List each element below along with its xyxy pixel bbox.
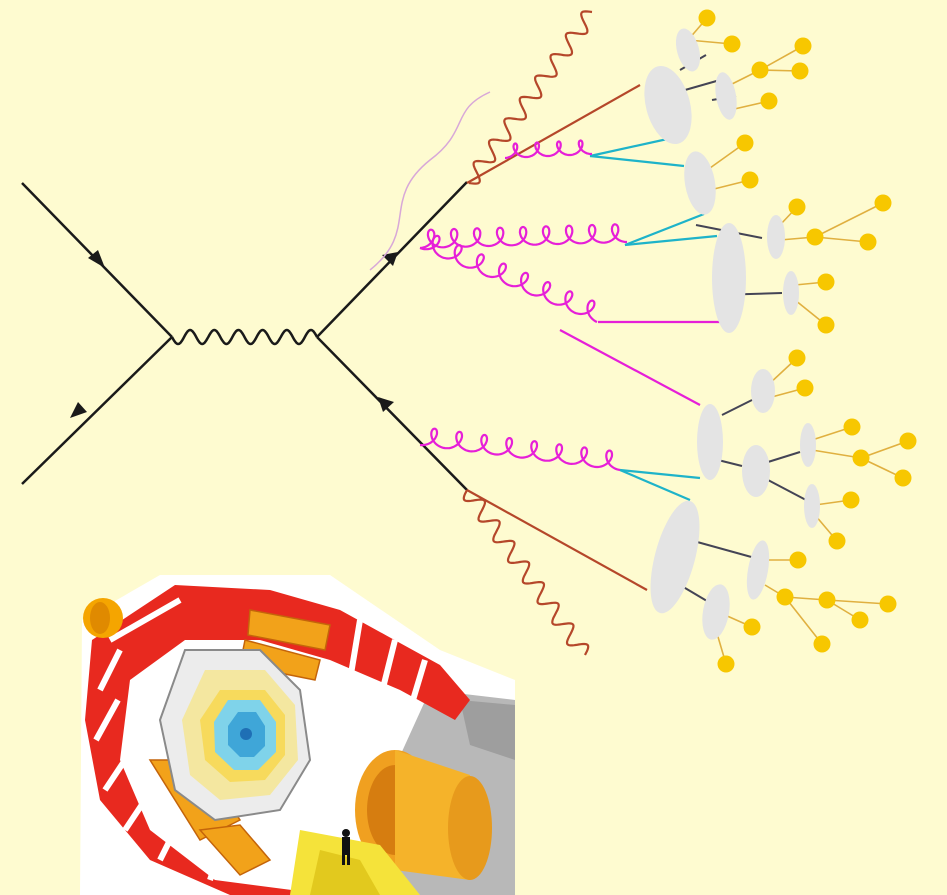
final-quark-line [589, 136, 673, 158]
circle-icon [788, 198, 806, 216]
final-quark-line [619, 468, 701, 480]
feynman-core [21, 91, 491, 491]
circle-icon [828, 532, 846, 550]
circle-icon [717, 655, 735, 673]
decay-link [814, 202, 884, 238]
final-quark-line [619, 468, 691, 502]
arrowhead-icon [70, 402, 87, 418]
circle-icon [723, 35, 741, 53]
final-quark-line [559, 329, 701, 406]
ellipse-icon [712, 223, 746, 333]
hadron-link [721, 399, 753, 416]
circle-icon [794, 37, 812, 55]
circle-icon [806, 228, 824, 246]
circle-icon [894, 469, 912, 487]
circle-icon [852, 449, 870, 467]
circle-icon [899, 432, 917, 450]
hadron-link [689, 539, 756, 559]
gluon-line [419, 427, 621, 472]
final-quark-line [624, 234, 718, 247]
gluon-line [419, 223, 627, 250]
circle-icon [698, 9, 716, 27]
radiated-photons [462, 10, 593, 656]
ellipse-icon [746, 540, 770, 600]
ellipse-icon [783, 271, 799, 315]
final-quark-line [624, 212, 705, 247]
circle-icon [788, 349, 806, 367]
final-quark-line [466, 489, 648, 591]
circle-icon [776, 588, 794, 606]
circle-icon [859, 233, 877, 251]
arrowhead-icon [378, 397, 394, 412]
decay-link [814, 236, 869, 243]
circle-icon [791, 62, 809, 80]
circle-icon [818, 591, 836, 609]
ellipse-icon [684, 151, 716, 215]
gluon-line [419, 234, 598, 324]
final-state-particles [698, 9, 917, 673]
outgoing-antiquark-line [316, 336, 468, 491]
gluon-line [505, 139, 592, 160]
circle-icon [760, 92, 778, 110]
circle-icon [879, 595, 897, 613]
circle-icon [817, 273, 835, 291]
ellipse-icon [742, 445, 770, 497]
hadron-link [684, 79, 721, 91]
hadron-link [767, 479, 807, 501]
hadron-clusters [644, 28, 820, 640]
boson-propagator [170, 328, 319, 346]
ellipse-icon [702, 584, 730, 640]
ellipse-icon [650, 500, 700, 614]
circle-icon [736, 134, 754, 152]
arrowhead-icon [382, 252, 398, 266]
ellipse-icon [675, 28, 701, 72]
circle-icon [851, 611, 869, 629]
incoming-antifermion-line [21, 336, 173, 485]
circle-icon [817, 316, 835, 334]
photon-line [468, 10, 593, 185]
circle-icon [843, 418, 861, 436]
circle-icon [874, 194, 892, 212]
circle-icon [741, 171, 759, 189]
person-scale-figure [342, 829, 350, 865]
ellipse-icon [697, 404, 723, 480]
ellipse-icon [804, 484, 820, 528]
gluon-radiation [419, 139, 627, 472]
final-quark-line [589, 154, 685, 168]
circle-icon [743, 618, 761, 636]
photon-line [462, 489, 590, 656]
decay-link [826, 599, 889, 605]
ellipse-icon [751, 369, 775, 413]
ellipse-icon [644, 65, 692, 145]
circle-icon [751, 61, 769, 79]
circle-icon [813, 635, 831, 653]
final-quark-lines [466, 84, 720, 591]
circle-icon [842, 491, 860, 509]
ellipse-icon [800, 423, 816, 467]
detector-illustration [80, 575, 515, 895]
final-quark-line [466, 84, 641, 184]
ellipse-icon [715, 72, 737, 120]
hadron-link [717, 459, 743, 467]
circle-icon [796, 379, 814, 397]
isr-trace [369, 91, 491, 271]
circle-icon [789, 551, 807, 569]
arrowhead-icon [88, 250, 105, 268]
ellipse-icon [767, 215, 785, 259]
hadron-link [767, 451, 801, 463]
decay-link [784, 596, 823, 645]
